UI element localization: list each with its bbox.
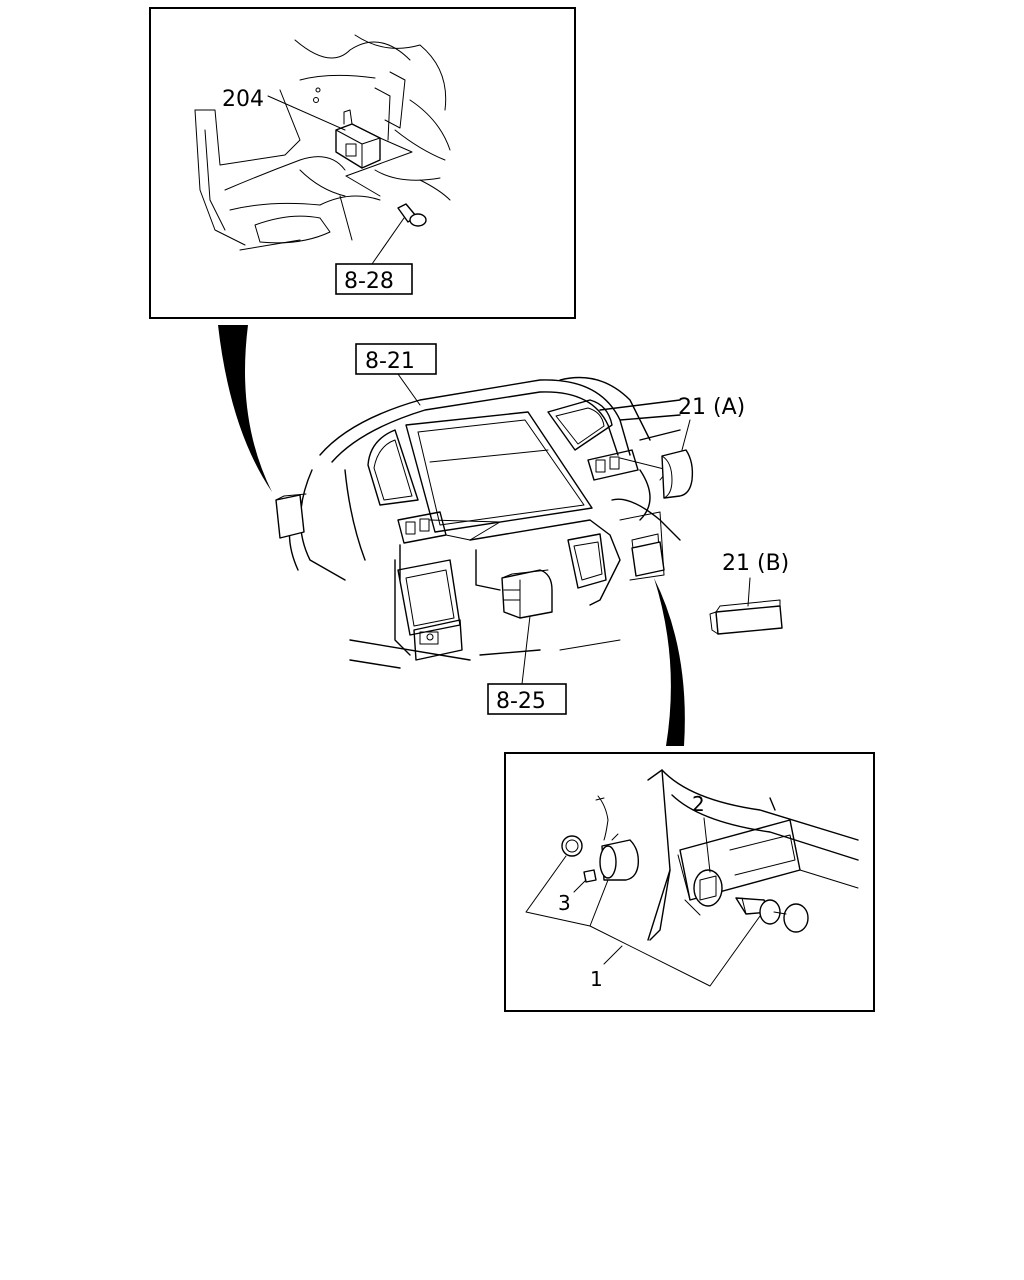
ref-8-21: 8-21 <box>365 349 415 374</box>
label-21b: 21 (B) <box>722 551 789 576</box>
label-21a: 21 (A) <box>678 395 745 420</box>
leader-8-28 <box>371 217 405 265</box>
label-part-3: 3 <box>558 891 571 915</box>
socket-assembly <box>561 795 640 883</box>
ref-box-8-28 <box>335 263 413 295</box>
bottom-inset-leaders <box>525 855 761 987</box>
bottom-inset: 2 3 1 <box>504 752 875 1012</box>
connector-tail-top <box>218 325 272 492</box>
ref-8-25: 8-25 <box>496 689 546 714</box>
module-8-25 <box>501 569 553 685</box>
bottom-inset-frame <box>504 752 875 1012</box>
ref-8-28: 8-28 <box>344 269 394 294</box>
leader-204 <box>267 95 346 131</box>
top-inset: 204 8-28 <box>149 7 576 319</box>
callout-204: 204 <box>222 87 264 112</box>
top-inset-dash-sketch <box>194 34 451 251</box>
label-part-2: 2 <box>692 792 705 816</box>
top-inset-frame <box>149 7 576 319</box>
switch-21b <box>709 577 783 635</box>
bolt-8-28 <box>397 203 427 227</box>
bottom-inset-panel-sketch <box>647 769 859 941</box>
part-2-socket <box>693 817 723 907</box>
leader-8-21 <box>397 373 421 406</box>
ref-box-8-25 <box>487 683 567 715</box>
relay-204 <box>313 87 413 197</box>
lighter-element <box>735 897 809 933</box>
instrument-panel <box>275 376 681 669</box>
switch-21a <box>661 419 694 499</box>
connector-tail-bottom <box>654 578 685 746</box>
ref-box-8-21 <box>355 343 437 375</box>
label-part-1: 1 <box>590 967 603 991</box>
